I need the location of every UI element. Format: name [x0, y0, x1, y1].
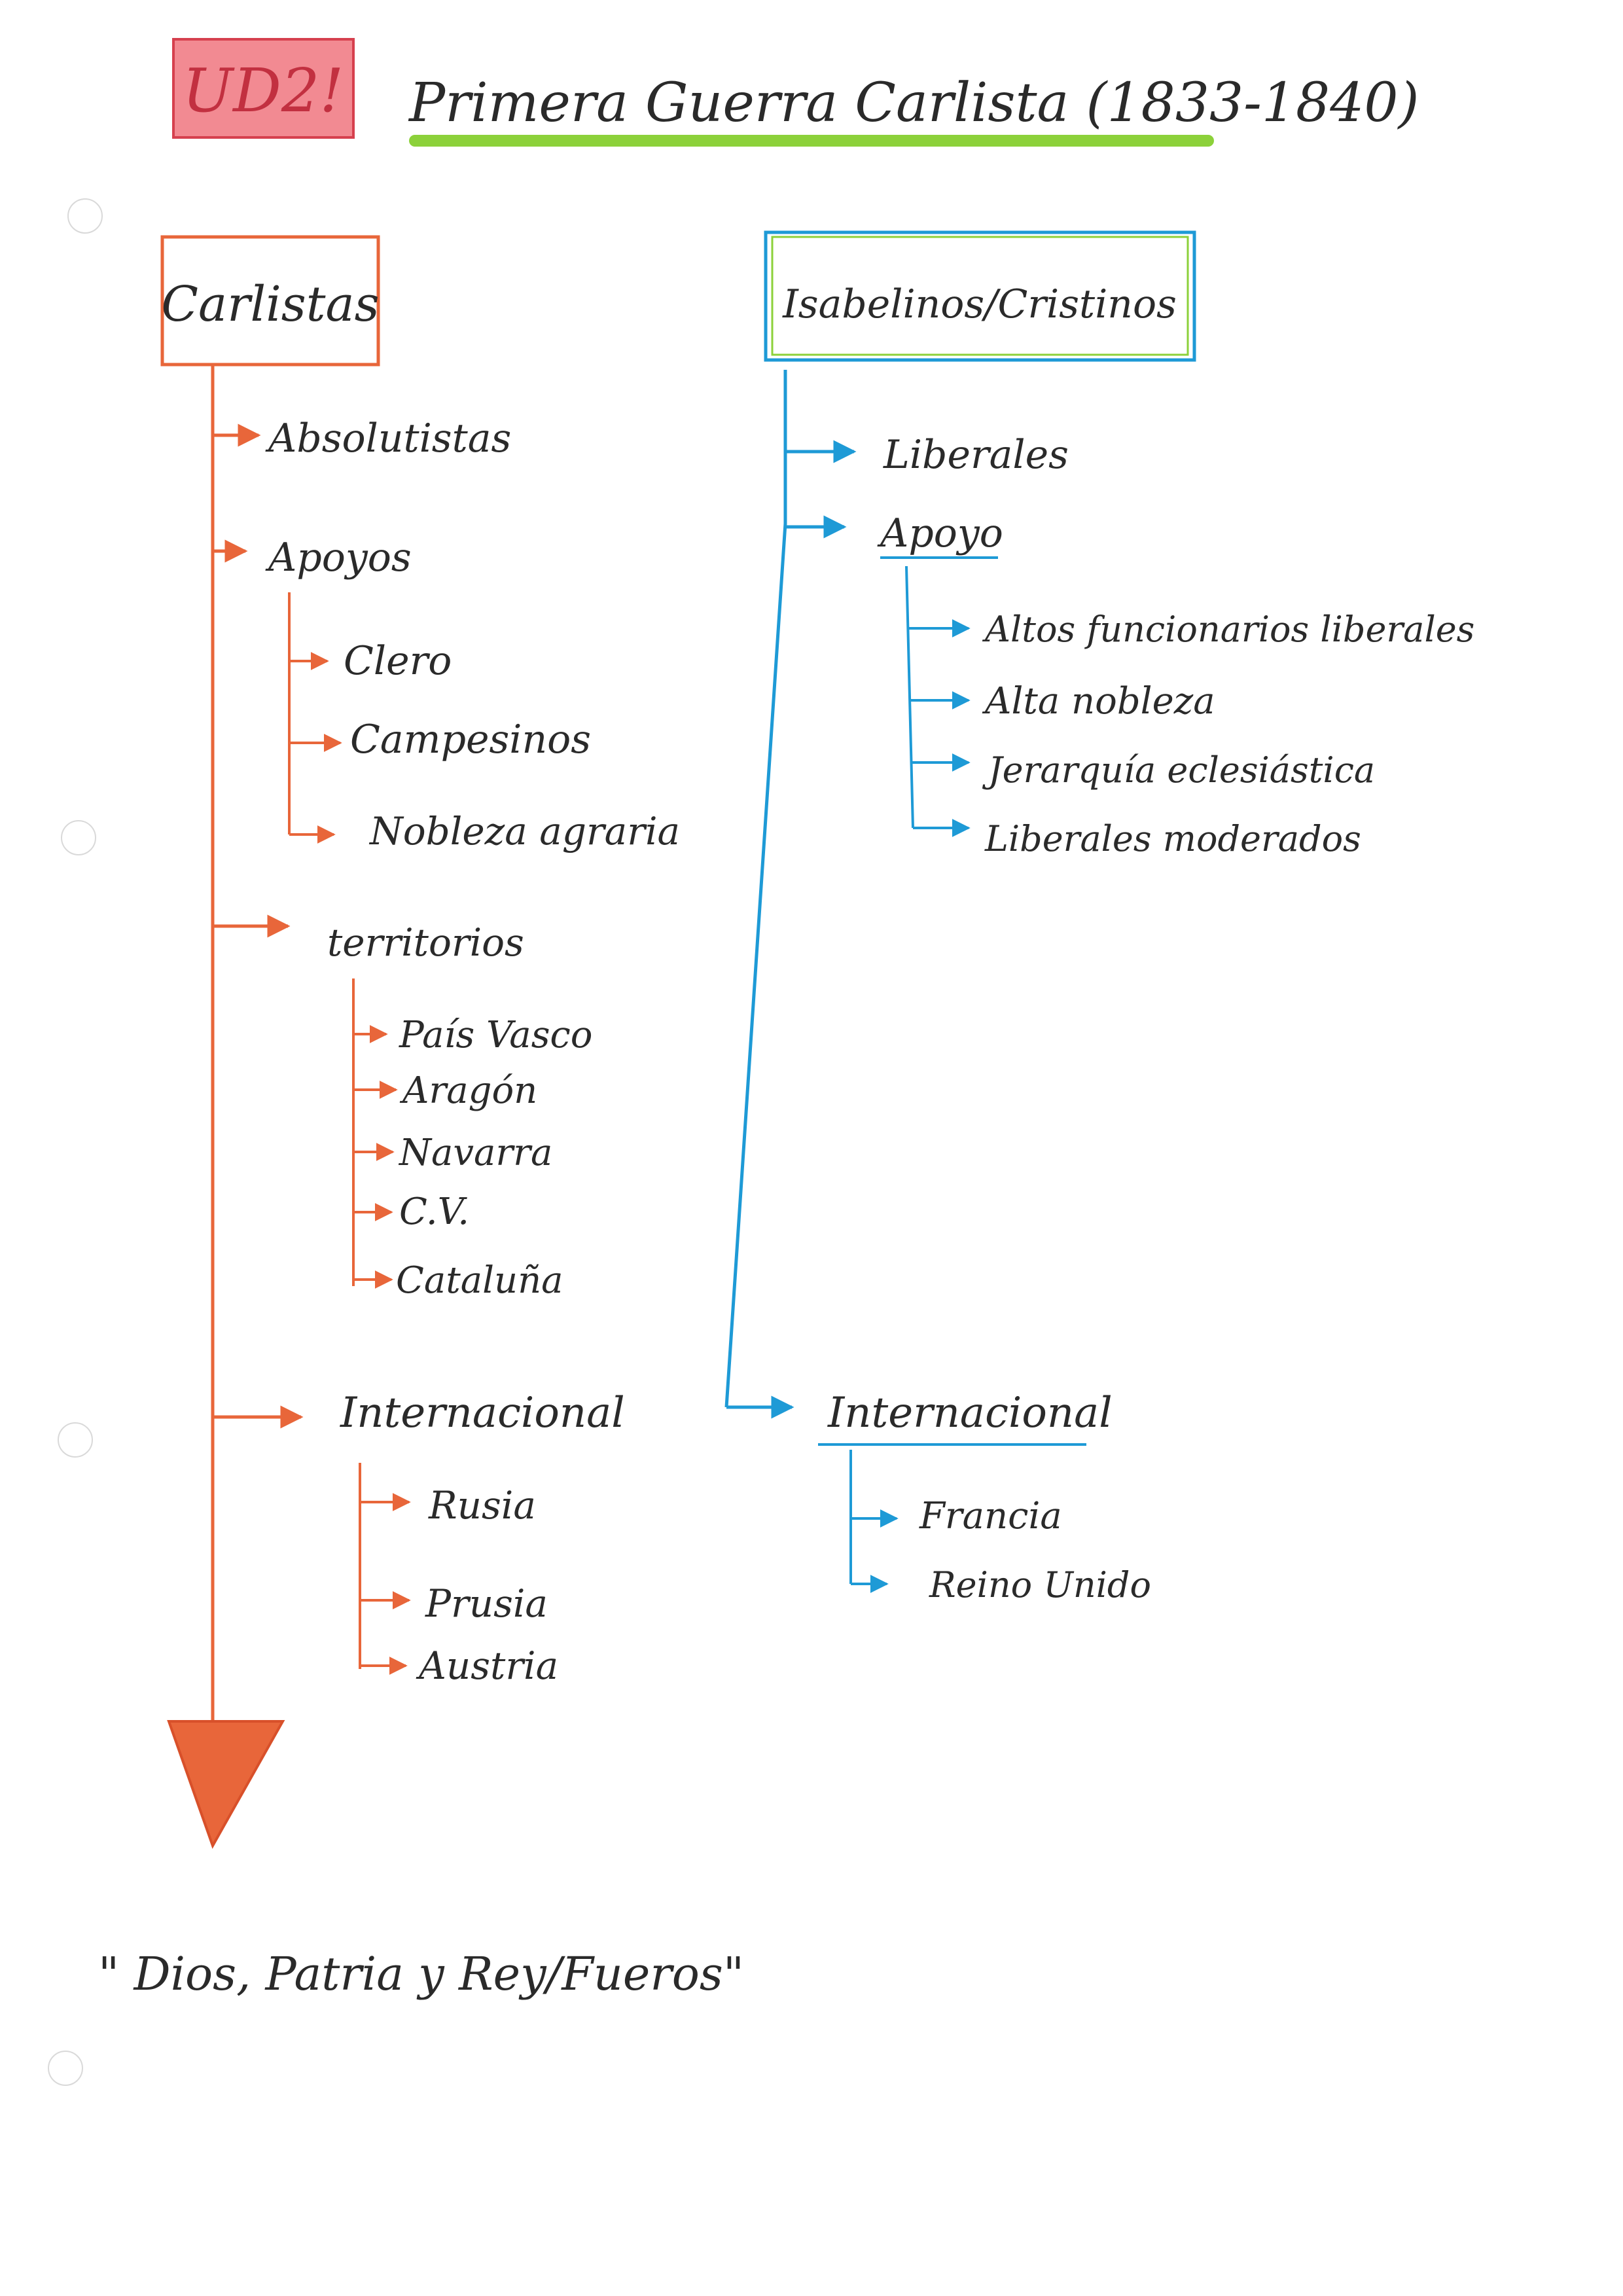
intl-reino-unido: Reino Unido — [929, 1564, 1151, 1605]
intl-prusia: Prusia — [425, 1581, 548, 1626]
apoyo-underline — [880, 556, 998, 559]
isabelinos-support-label: Apoyo — [877, 511, 1003, 556]
page-title: Primera Guerra Carlista (1833-1840) — [408, 72, 1419, 134]
isabelinos-root: Isabelinos/Cristinos — [782, 281, 1177, 327]
carlistas-international-label: Internacional — [340, 1389, 625, 1437]
isab-supports-spine — [905, 565, 914, 829]
carlistas-root: Carlistas — [161, 276, 379, 332]
unit-label-box — [172, 38, 355, 139]
carlistas-support-label: Apoyos — [265, 535, 412, 581]
support-liberales-moderados: Liberales moderados — [984, 818, 1361, 859]
isabelinos-root-box — [764, 230, 1196, 362]
carlistas-territory-label: territorios — [327, 920, 524, 965]
internacional-underline — [818, 1443, 1086, 1446]
territory-cataluna: Cataluña — [396, 1259, 563, 1302]
carlistas-ideology: Absolutistas — [265, 416, 511, 461]
support-nobleza-agraria: Nobleza agraria — [368, 809, 680, 853]
intl-francia: Francia — [919, 1495, 1062, 1537]
support-clero: Clero — [344, 638, 452, 684]
title-underline — [409, 135, 1214, 147]
territory-cv: C.V. — [399, 1191, 469, 1233]
territory-pais-vasco: País Vasco — [399, 1014, 593, 1056]
support-campesinos: Campesinos — [350, 717, 591, 762]
intl-austria: Austria — [416, 1643, 558, 1688]
isabelinos-ideology: Liberales — [883, 432, 1069, 478]
support-altos-funcionarios: Altos funcionarios liberales — [982, 609, 1474, 650]
carlistas-root-box — [160, 235, 380, 367]
carlist-motto: " Dios, Patria y Rey/Fueros" — [98, 1947, 744, 2001]
isabelinos-trunk — [724, 370, 787, 1408]
support-jerarquia: Jerarquía eclesiástica — [982, 749, 1375, 791]
support-alta-nobleza: Alta nobleza — [982, 680, 1215, 723]
unit-label: UD2! — [183, 56, 344, 126]
binder-holes — [48, 198, 103, 2086]
isabelinos-branch: Isabelinos/Cristinos Liberales Apoyo Alt… — [724, 230, 1474, 1605]
territory-navarra: Navarra — [398, 1132, 552, 1174]
carlistas-branch: Carlistas Absolutistas Apoyos Clero Camp… — [160, 235, 680, 1849]
isabelinos-root-box-inner — [771, 236, 1189, 356]
territory-aragon: Aragón — [399, 1069, 537, 1112]
intl-rusia: Rusia — [428, 1483, 536, 1528]
carlistas-big-arrowhead — [167, 1720, 285, 1849]
isabelinos-international-label: Internacional — [827, 1389, 1113, 1437]
